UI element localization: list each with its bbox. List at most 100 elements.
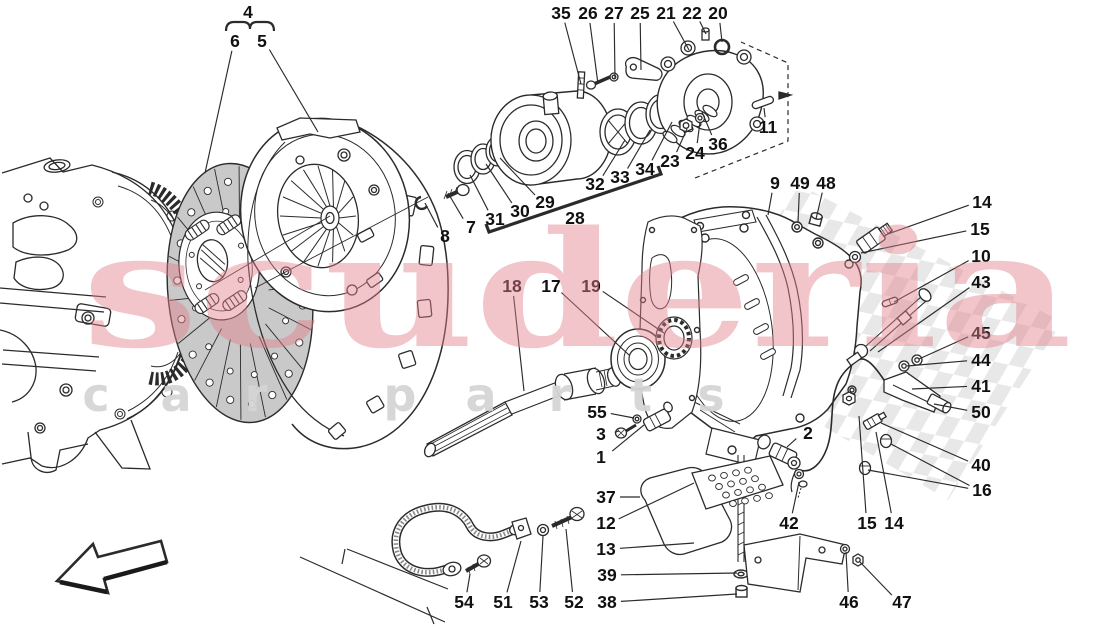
leader-line-48 [815, 192, 823, 220]
assembly-axis-lines [204, 196, 429, 291]
nut-38 [735, 584, 748, 598]
leader-line-52 [565, 528, 574, 593]
support-bracket [883, 371, 941, 413]
callout-label-18: 18 [502, 276, 522, 296]
leader-line-54 [466, 573, 471, 593]
watermark-letter-s: s [697, 368, 724, 422]
leader-line-14 [887, 204, 969, 235]
leader-line-10 [893, 260, 969, 303]
group-brackets [224, 20, 664, 235]
leader-line-1 [611, 424, 645, 452]
callout-label-41: 41 [971, 376, 991, 396]
callout-label-4: 4 [243, 2, 253, 22]
callout-label-5: 5 [257, 31, 267, 51]
leader-line-19 [602, 290, 665, 334]
callout-label-12: 12 [596, 513, 616, 533]
leader-line-15 [860, 230, 967, 254]
bell-housing [638, 205, 862, 598]
callout-label-17: 17 [541, 276, 560, 296]
watermark-brand: scuderia [82, 196, 1072, 384]
callout-label-16: 16 [972, 480, 992, 500]
leader-line-9 [767, 192, 773, 216]
callout-label-22: 22 [682, 3, 702, 23]
callout-label-53: 53 [529, 592, 549, 612]
leader-line-51 [506, 540, 522, 593]
callout-label-15: 15 [857, 513, 877, 533]
chassis-edge-lines [299, 548, 449, 625]
callout-label-34: 34 [635, 159, 655, 179]
switch-and-cable [757, 358, 885, 493]
perforated-plate-12 [691, 455, 784, 510]
leader-line-3 [614, 430, 620, 433]
watermark-letter-r: r [549, 368, 572, 422]
leader-line-35 [564, 22, 582, 85]
leader-line-22 [699, 21, 707, 35]
leader-line-39 [620, 572, 738, 576]
leader-line-44 [906, 360, 968, 367]
leader-line-43 [877, 287, 970, 353]
gearbox-input-shaft [423, 316, 693, 458]
leader-line-49 [797, 192, 800, 223]
leader-line-2 [786, 438, 797, 448]
callout-label-30: 30 [510, 201, 530, 221]
watermark-letter-c: c [82, 368, 109, 422]
leader-line-38 [620, 593, 738, 602]
callout-label-7: 7 [466, 217, 476, 237]
leader-line-55 [610, 413, 635, 419]
speed-sensor-group [614, 401, 673, 439]
callout-label-33: 33 [610, 167, 630, 187]
callout-label-39: 39 [597, 565, 617, 585]
leader-line-13 [619, 542, 695, 549]
leader-line-18 [513, 295, 525, 392]
callout-label-37: 37 [596, 487, 615, 507]
leader-line-5 [268, 49, 319, 133]
callout-label-10: 10 [971, 246, 991, 266]
callout-label-3: 3 [596, 424, 606, 444]
leader-line-26 [589, 22, 599, 85]
brace-group-4 [224, 20, 276, 32]
callout-label-38: 38 [597, 592, 617, 612]
watermark-letter-p: p [384, 368, 417, 422]
leader-line-8 [424, 202, 439, 228]
leader-line-34 [651, 121, 673, 161]
leader-line-31 [469, 174, 489, 211]
watermark-letter-t: t [630, 368, 652, 422]
callout-label-50: 50 [971, 402, 991, 422]
leader-line-7 [447, 192, 464, 220]
callout-label-2: 2 [803, 423, 813, 443]
callout-label-49: 49 [790, 173, 810, 193]
callout-label-46: 46 [839, 592, 859, 612]
callout-label-32: 32 [585, 174, 605, 194]
clutch-slave-cylinder [576, 27, 794, 179]
bracket-group-28 [484, 165, 664, 235]
callout-label-43: 43 [971, 272, 991, 292]
watermark-letter-a: a [465, 368, 496, 422]
leader-line-42 [791, 481, 800, 514]
leader-line-21 [672, 21, 690, 51]
callout-label-54: 54 [454, 592, 474, 612]
leader-line-16 [867, 469, 969, 489]
callout-label-15: 15 [970, 219, 990, 239]
damper-springs [184, 214, 248, 314]
callout-label-28: 28 [565, 208, 585, 228]
callout-label-40: 40 [971, 455, 991, 475]
callout-label-23: 23 [660, 151, 680, 171]
callout-label-48: 48 [816, 173, 836, 193]
engine-block [0, 157, 190, 473]
callout-label-52: 52 [564, 592, 584, 612]
callout-label-9: 9 [770, 173, 780, 193]
callout-label-44: 44 [971, 350, 991, 370]
leader-line-33 [627, 129, 651, 169]
leader-line-40 [880, 422, 969, 462]
leader-line-25 [639, 22, 642, 71]
leader-line-50 [933, 403, 968, 411]
leader-line-30 [485, 163, 513, 204]
leader-line-16 [890, 443, 970, 486]
leader-line-6 [204, 50, 233, 174]
callout-label-11: 11 [759, 117, 778, 137]
watermark-letter-r: r [245, 368, 268, 422]
callout-label-14: 14 [884, 513, 904, 533]
